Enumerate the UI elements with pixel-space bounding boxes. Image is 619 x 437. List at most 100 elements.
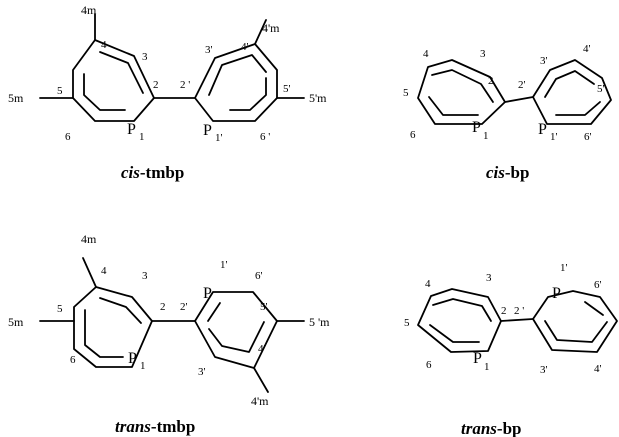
label-5: 5 [57, 303, 63, 315]
label-4p: 4' [258, 343, 266, 355]
trans-bp-ring-right [532, 290, 618, 353]
cis-tmbp-ring-right [194, 43, 278, 122]
label-p1-sub: 1 [139, 131, 145, 143]
label-p1p: P [538, 121, 547, 138]
label-5: 5 [403, 87, 409, 99]
aromatic-inner-bond [84, 309, 124, 358]
label-p1p: P [203, 122, 212, 139]
aromatic-inner-bond [99, 297, 142, 324]
aromatic-inner-bond [83, 73, 126, 111]
label-4m: 4m [81, 232, 97, 246]
ring-outline [73, 286, 153, 368]
label-4p: 4' [583, 43, 591, 55]
label-6p: 6' [584, 131, 592, 143]
label-p1-sub: 1 [484, 361, 490, 373]
trans-bp-structure: 4 3 2 5 6 P 1 2 ' P 1' 6' 3' 4' [404, 262, 618, 376]
label-6: 6 [65, 131, 71, 143]
label-4: 4 [101, 39, 107, 51]
trans-tmbp-ring-left [73, 286, 153, 368]
label-p1: P [473, 350, 482, 367]
label-p1p-sub: 1' [550, 131, 558, 143]
aromatic-inner-bond [229, 77, 267, 111]
label-3: 3 [486, 272, 492, 284]
label-6: 6 [410, 129, 416, 141]
label-2: 2 [488, 75, 494, 87]
ring-outline [417, 59, 506, 125]
biaryl-bond [504, 96, 534, 103]
ring-outline [72, 39, 155, 122]
label-3p: 3' [540, 55, 548, 67]
ring-outline [532, 290, 618, 353]
label-2: 2 [160, 301, 166, 313]
label-4: 4 [101, 265, 107, 277]
methyl-bond [82, 257, 97, 288]
label-6: 6 [70, 354, 76, 366]
label-2p: 2 ' [180, 79, 190, 91]
label-4m: 4m [81, 3, 97, 17]
label-4p: 4' [241, 41, 249, 53]
label-3: 3 [142, 51, 148, 63]
biaryl-bond [500, 318, 534, 322]
label-5p: 5' [283, 83, 291, 95]
label-5: 5 [404, 317, 410, 329]
methyl-bond [254, 19, 267, 45]
label-4pm: 4'm [251, 394, 269, 408]
trans-tmbp-structure: 4m 4 3 2 5m 5 6 P 1 2' P 1' 6' 5' 5 'm 4… [8, 232, 330, 408]
label-4: 4 [423, 48, 429, 60]
aromatic-inner-bond [428, 96, 479, 116]
label-p1-sub: 1 [483, 130, 489, 142]
label-5p: 5' [597, 83, 605, 95]
label-p1: P [472, 119, 481, 136]
label-p1p-sub: 1' [215, 132, 223, 144]
caption-trans-bp: trans-bp [461, 419, 522, 437]
methyl-bond [253, 367, 269, 393]
cis-tmbp-structure: 4m 4 3 2 5m 5 6 P 1 2 ' 3' 4' 4'm 5' 5'm… [8, 3, 327, 144]
aromatic-inner-bond [584, 301, 604, 316]
aromatic-inner-bond [208, 54, 267, 96]
ring-outline [532, 59, 612, 125]
aromatic-inner-bond [99, 51, 144, 94]
trans-bp-ring-left [417, 288, 502, 353]
ring-outline [417, 288, 502, 353]
label-2: 2 [153, 79, 159, 91]
label-6p: 6 ' [260, 131, 270, 143]
aromatic-inner-bond [555, 101, 601, 116]
label-5m: 5m [8, 315, 24, 329]
label-5pm: 5 'm [309, 315, 330, 329]
label-3p: 3' [198, 366, 206, 378]
label-1p: 1' [560, 262, 568, 274]
label-p1-sub: 1 [140, 360, 146, 372]
label-6: 6 [426, 359, 432, 371]
label-5: 5 [57, 85, 63, 97]
cis-bp-structure: 4 3 2 5 6 P 1 2' 3' 4' 5' 6' P 1' [403, 43, 612, 143]
label-4p: 4' [594, 363, 602, 375]
label-2p: 2' [518, 79, 526, 91]
aromatic-inner-bond [431, 69, 494, 103]
aromatic-inner-bond [432, 298, 492, 322]
label-5m: 5m [8, 91, 24, 105]
label-p1: P [128, 350, 137, 367]
aromatic-inner-bond [429, 324, 480, 343]
label-3p: 3' [205, 44, 213, 56]
label-3p: 3' [540, 364, 548, 376]
cis-bp-ring-right [532, 59, 612, 125]
label-5p: 5' [260, 301, 268, 313]
caption-cis-tmbp: cis-tmbp [121, 163, 184, 182]
label-3: 3 [142, 270, 148, 282]
aromatic-inner-bond [207, 302, 221, 322]
label-p1p: P [203, 285, 212, 302]
label-2p: 2 ' [514, 305, 524, 317]
caption-trans-tmbp: trans-tmbp [115, 417, 195, 436]
label-2: 2 [501, 305, 507, 317]
ring-outline [194, 43, 278, 122]
cis-tmbp-ring-left [72, 39, 155, 122]
label-p1p: P [552, 285, 561, 302]
label-4: 4 [425, 278, 431, 290]
label-6p: 6' [255, 270, 263, 282]
cis-bp-ring-left [417, 59, 506, 125]
label-6p: 6' [594, 279, 602, 291]
aromatic-inner-bond [544, 70, 595, 98]
aromatic-inner-bond [544, 320, 608, 343]
aromatic-inner-bond [208, 321, 265, 353]
